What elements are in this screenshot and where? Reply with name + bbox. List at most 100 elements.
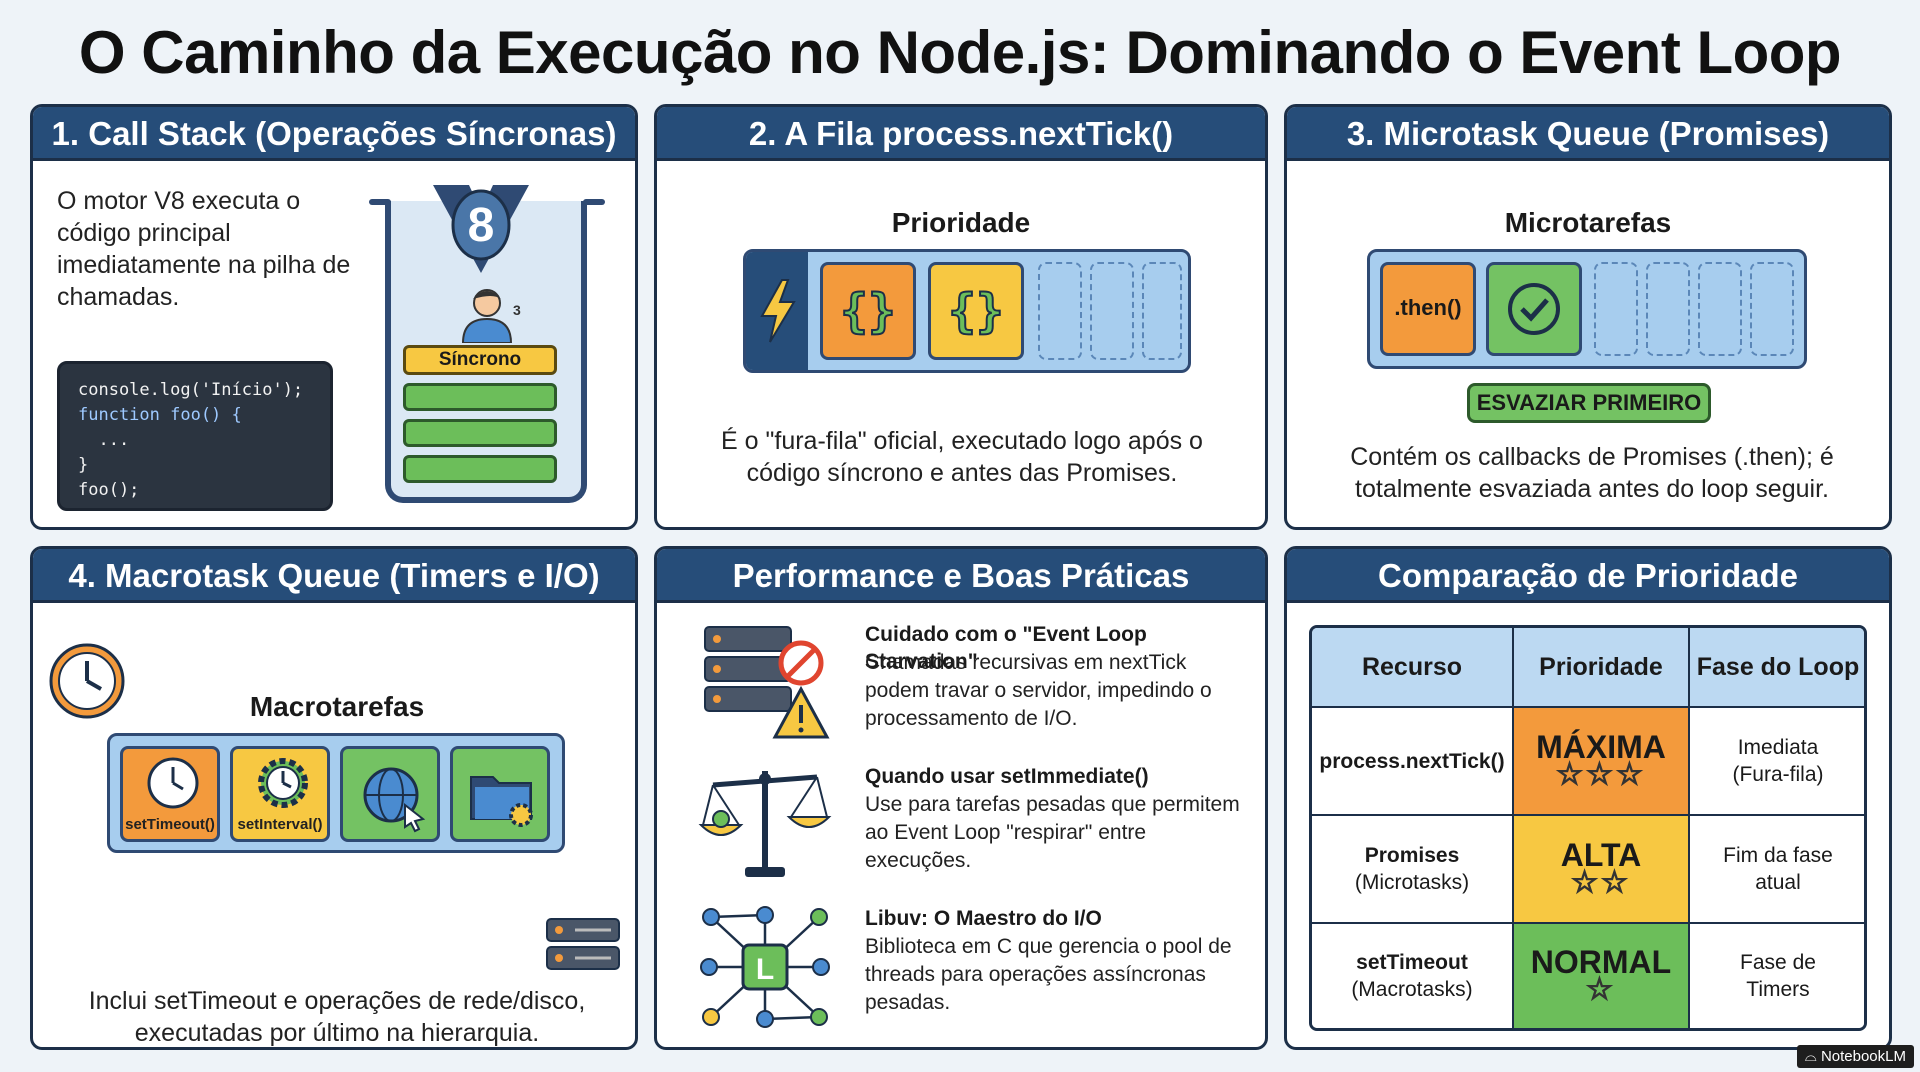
stack-frame-2 — [403, 383, 557, 411]
call-stack-heading: 1. Call Stack (Operações Síncronas) — [33, 107, 635, 161]
network-slot — [340, 746, 440, 842]
folder-gear-icon — [470, 776, 533, 827]
empty-slot — [1090, 262, 1134, 360]
code-line-2: function foo() { — [78, 405, 242, 425]
svg-text:3: 3 — [513, 302, 521, 318]
checkmark-icon — [1508, 283, 1560, 335]
sync-stack-frame: Síncrono — [403, 345, 557, 375]
table-row-3-resource: setTimeout (Macrotasks) — [1312, 924, 1514, 1028]
globe-icon — [363, 767, 426, 833]
stack-frame-3 — [403, 419, 557, 447]
macrotask-description: Inclui setTimeout e operações de rede/di… — [88, 987, 586, 1047]
starvation-title: Cuidado com o "Event Loop Starvation" — [865, 623, 1147, 673]
timer-icon — [147, 757, 199, 809]
comparison-card: Comparação de Prioridade Recurso Priorid… — [1284, 546, 1892, 1050]
microtask-heading: 3. Microtask Queue (Promises) — [1287, 107, 1889, 161]
page-title: O Caminho da Execução no Node.js: Domina… — [78, 19, 1842, 86]
notebooklm-logo-icon: ⌓ — [1804, 1048, 1817, 1065]
microtask-queue-label: Microtarefas — [1504, 207, 1672, 238]
then-callback: .then() — [1380, 262, 1476, 356]
resource-subtitle: (Microtasks) — [1354, 871, 1470, 894]
next-tick-card: 2. A Fila process.nextTick() Prioridade … — [654, 104, 1268, 530]
priority-stars-icon: ☆ — [1585, 973, 1616, 1006]
resolved-promise — [1486, 262, 1582, 356]
next-tick-queue: {} {} — [743, 249, 1191, 373]
empty-slot — [1594, 262, 1638, 356]
performance-heading: Performance e Boas Práticas — [657, 549, 1265, 603]
empty-slot — [1698, 262, 1742, 356]
setinterval-slot: setInterval() — [230, 746, 330, 842]
microtask-description: Contém os callbacks de Promises (.then);… — [1350, 443, 1834, 503]
empty-slot — [1038, 262, 1082, 360]
settimeout-label: setTimeout() — [125, 816, 215, 833]
resource-name: Promises — [1364, 844, 1460, 867]
next-tick-callback-1: {} — [820, 262, 916, 360]
performance-card: Performance e Boas Práticas Cuidado com … — [654, 546, 1268, 1050]
libuv-network-icon: L — [700, 906, 830, 1028]
libuv-title: Libuv: O Maestro do I/O — [865, 907, 1102, 930]
svg-text:{}: {} — [948, 284, 1003, 338]
column-header-priority: Prioridade — [1514, 628, 1690, 708]
v8-logo-icon: 8 — [433, 185, 529, 273]
next-tick-heading: 2. A Fila process.nextTick() — [657, 107, 1265, 161]
table-row-1-resource: process.nextTick() — [1312, 708, 1514, 816]
macrotask-queue: setTimeout() setInterval() — [107, 733, 565, 853]
v8-glyph: 8 — [468, 199, 495, 252]
libuv-text: Biblioteca em C que gerencia o pool de t… — [865, 935, 1232, 1014]
code-line-4: } — [78, 455, 89, 475]
balance-scale-icon — [698, 771, 832, 877]
braces-icon: {} — [947, 283, 1004, 339]
microtask-queue: .then() — [1367, 249, 1807, 369]
gear-clock-icon — [258, 758, 308, 808]
developer-avatar-icon: 3 — [461, 289, 521, 343]
code-line-5: foo(); — [78, 480, 140, 500]
next-tick-callback-2: {} — [928, 262, 1024, 360]
setimmediate-title: Quando usar setImmediate() — [865, 765, 1149, 788]
starvation-text: Chamadas recursivas em nextTick podem tr… — [865, 651, 1212, 730]
empty-slot — [1750, 262, 1794, 356]
comparison-heading: Comparação de Prioridade — [1287, 549, 1889, 603]
code-line-3: ... — [78, 430, 130, 450]
table-row-2-phase: Fim da fase atual — [1690, 816, 1864, 924]
server-icon — [546, 918, 620, 970]
settimeout-slot: setTimeout() — [120, 746, 220, 842]
code-snippet: console.log('Início'); function foo() { … — [57, 361, 333, 511]
priority-stars-icon: ☆☆☆ — [1555, 758, 1646, 791]
macrotask-heading: 4. Macrotask Queue (Timers e I/O) — [33, 549, 635, 603]
table-row-1-phase: Imediata (Fura-fila) — [1690, 708, 1864, 816]
disk-slot — [450, 746, 550, 842]
call-stack-description: O motor V8 executa o código principal im… — [57, 187, 351, 311]
call-stack-card: 1. Call Stack (Operações Síncronas) O mo… — [30, 104, 638, 530]
notebooklm-watermark: ⌓ NotebookLM — [1796, 1045, 1914, 1068]
table-row-2-resource: Promises (Microtasks) — [1312, 816, 1514, 924]
stack-left-lip — [369, 199, 391, 205]
setinterval-label: setInterval() — [237, 816, 323, 833]
macrotask-queue-label: Macrotarefas — [249, 691, 425, 722]
footer-label: NotebookLM — [1820, 1048, 1906, 1065]
priority-stars-icon: ☆☆ — [1570, 866, 1631, 899]
clock-icon — [49, 643, 125, 719]
table-row-2-priority: ALTA ☆☆ — [1514, 816, 1690, 924]
column-header-resource: Recurso — [1312, 628, 1514, 708]
macrotask-card: 4. Macrotask Queue (Timers e I/O) Macrot… — [30, 546, 638, 1050]
resource-subtitle: (Macrotasks) — [1351, 978, 1473, 1001]
table-row-3-priority: NORMAL ☆ — [1514, 924, 1690, 1028]
next-tick-queue-label: Prioridade — [891, 207, 1031, 238]
column-header-phase: Fase do Loop — [1690, 628, 1864, 708]
empty-slot — [1646, 262, 1690, 356]
code-line-1: console.log('Início'); — [78, 380, 304, 400]
svg-text:L: L — [756, 953, 774, 986]
lightning-icon — [760, 279, 796, 343]
priority-label: NORMAL — [1530, 944, 1672, 980]
resource-name: setTimeout — [1356, 951, 1468, 974]
priority-table: Recurso Prioridade Fase do Loop process.… — [1309, 625, 1867, 1031]
priority-label: MÁXIMA — [1536, 729, 1666, 765]
setimmediate-text: Use para tarefas pesadas que permitem ao… — [865, 793, 1240, 872]
priority-label: ALTA — [1560, 837, 1642, 873]
next-tick-description: É o "fura-fila" oficial, executado logo … — [721, 427, 1203, 487]
braces-icon: {} — [839, 283, 896, 339]
resource-name: process.nextTick() — [1319, 749, 1505, 773]
table-row-3-phase: Fase de Timers — [1690, 924, 1864, 1028]
empty-first-badge: ESVAZIAR PRIMEIRO — [1467, 383, 1711, 423]
microtask-card: 3. Microtask Queue (Promises) Microtaref… — [1284, 104, 1892, 530]
